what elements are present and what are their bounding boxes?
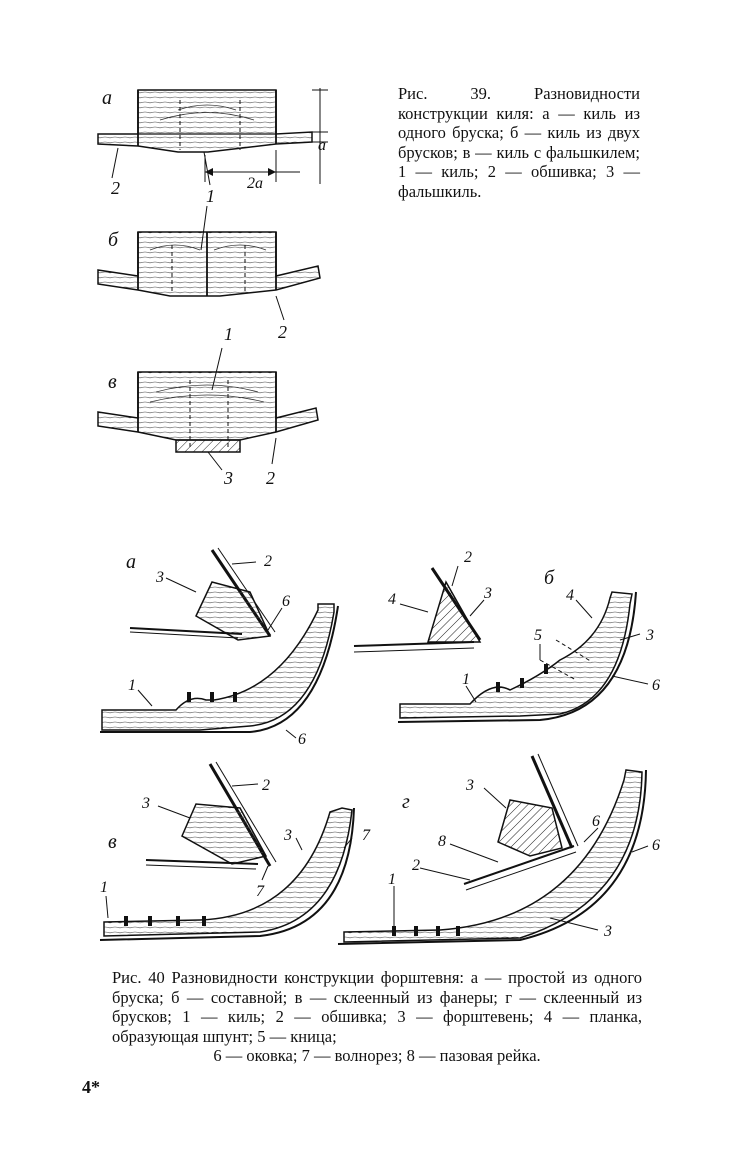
fig40-part-6-a: 6 [282,593,290,610]
fig40-part-3-b: 3 [483,585,492,602]
fig40-part-3-b-right: 3 [645,627,654,644]
fig40-part-3-a: 3 [155,569,164,586]
fig40-part-1-d: 1 [388,871,396,888]
fig40-part-8-d: 8 [438,833,446,850]
fig39-part-1-a: 1 [206,186,215,206]
fig39-part-2-b: 2 [278,322,287,342]
fig40-stem-d [337,753,649,945]
figure-39-caption: Рис. 39. Разновидности конструкции киля:… [398,84,640,201]
fig40-part-5-b: 5 [534,627,542,644]
fig40-panel-label-a: а [126,551,136,573]
fig40-part-2-a: 2 [264,553,272,570]
fig39-part-3-c: 3 [223,468,233,488]
fig40-part-1-b: 1 [462,671,470,688]
figure-40-caption-main: Рис. 40 Разновидности конструкции форште… [112,968,642,1046]
fig39-panel-label-b: б [108,229,119,251]
fig40-part-1-a: 1 [128,677,136,694]
fig40-part-3-c-right: 3 [283,827,292,844]
fig40-part-6-d: 6 [592,813,600,830]
fig40-stem-a [100,547,339,739]
fig40-part-3-d-lower: 3 [603,923,612,940]
fig39-keel-a [97,88,328,186]
fig40-stem-b [353,565,649,723]
fig40-part-3-c: 3 [141,795,150,812]
fig40-panel-label-d: г [402,791,410,813]
fig39-part-2-c: 2 [266,468,275,488]
figure-40-caption-last: 6 — оковка; 7 — волнорез; 8 — пазовая ре… [213,1046,541,1065]
fig40-part-4-b-right: 4 [566,587,574,604]
fig40-part-6-d-right: 6 [652,837,660,854]
fig40-panel-label-c: в [108,831,117,853]
fig40-part-2-c: 2 [262,777,270,794]
fig40-stem-c [99,761,355,941]
fig39-keel-b [97,205,321,321]
fig39-panel-label-c: в [108,371,117,393]
fig39-dim-label-2a: 2а [247,175,263,192]
fig40-part-7-c-lower: 7 [256,883,265,900]
fig40-part-3-d: 3 [465,777,474,794]
fig40-part-6-b: 6 [652,677,660,694]
figure-40-caption: Рис. 40 Разновидности конструкции форште… [112,968,642,1066]
fig40-panel-label-b: б [544,567,555,589]
fig39-part-1-c: 1 [224,324,233,344]
fig40-part-1-c: 1 [100,879,108,896]
page-number: 4* [82,1077,100,1097]
fig40-part-4-b: 4 [388,591,396,608]
fig40-part-6-a-lower: 6 [298,731,306,748]
fig40-part-2-b: 2 [464,549,472,566]
fig39-panel-label-a: а [102,87,112,109]
fig40-part-7-c: 7 [362,827,371,844]
fig39-dim-label-a: а [318,137,326,154]
fig39-part-2-a: 2 [111,178,120,198]
fig39-keel-c [97,347,319,471]
fig40-part-2-d: 2 [412,857,420,874]
